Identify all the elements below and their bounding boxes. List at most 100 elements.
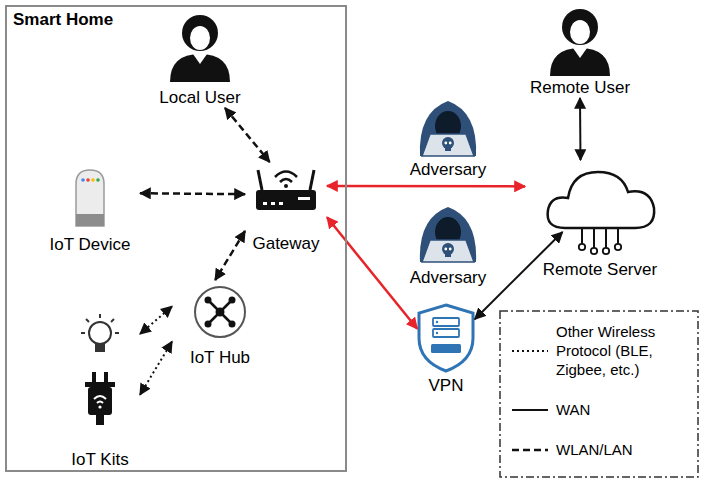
- bulb-icon-part: [99, 314, 101, 318]
- icon-node: Adversary: [405, 98, 491, 180]
- legend-line: [512, 409, 548, 411]
- icon-node: Adversary: [405, 200, 491, 288]
- icon-node: Local User: [150, 10, 250, 108]
- router-icon-part: [258, 170, 262, 190]
- plug-icon-part: [88, 387, 112, 415]
- router-icon-part: [284, 184, 288, 188]
- smart-speaker-icon-part: [81, 178, 85, 182]
- node-label: IoT Hub: [190, 348, 250, 368]
- legend-entry: WLAN/LAN: [510, 440, 694, 459]
- icon-node: IoT Hub: [172, 280, 268, 368]
- adversary-icon-part: [449, 248, 452, 251]
- hub-icon-part: [195, 287, 245, 337]
- legend-sample: [510, 346, 550, 356]
- bulb-icon-part: [86, 319, 89, 322]
- hub-icon-part: [229, 321, 236, 328]
- connector: [327, 185, 525, 188]
- adversary-icon: [420, 207, 476, 262]
- connector: [140, 306, 172, 334]
- connector: [579, 98, 582, 160]
- node-label: Remote User: [530, 78, 630, 98]
- region-title: Smart Home: [7, 7, 345, 30]
- icon-node: IoT Kits: [60, 310, 140, 470]
- user-icon-part: [170, 54, 230, 82]
- cloud-icon-part: [591, 248, 597, 254]
- legend-text: WAN: [556, 400, 694, 419]
- cloud-icon-part: [579, 244, 585, 250]
- node-label: Gateway: [252, 234, 319, 254]
- vpn-shield-icon-part: [419, 305, 473, 371]
- cloud-icon: [548, 172, 655, 254]
- connector: [215, 231, 245, 280]
- vpn-shield-icon-part: [436, 321, 438, 323]
- cloud-icon-part: [615, 244, 621, 250]
- connector: [140, 342, 172, 395]
- connector: [327, 217, 417, 329]
- node-label: IoT Kits: [71, 450, 128, 470]
- adversary-icon-part: [449, 142, 452, 145]
- icon-node: Gateway: [245, 162, 327, 254]
- plug-icon-part: [98, 405, 101, 408]
- region-box: Smart HomeLocal UserIoT DeviceGatewayIoT…: [5, 5, 347, 472]
- hub-icon-part: [208, 300, 232, 324]
- hub-icon-part: [216, 308, 225, 317]
- user-icon: [170, 15, 230, 82]
- bulb-icon-part: [95, 343, 105, 352]
- vpn-shield-icon-part: [433, 329, 459, 337]
- cloud-icon-part: [603, 248, 609, 254]
- legend-sample: [510, 445, 550, 455]
- adversary-icon-part: [422, 240, 474, 262]
- user-icon-part: [550, 48, 610, 76]
- legend-sample: [510, 405, 550, 415]
- router-icon-part: [256, 190, 316, 210]
- plug-icon-part: [96, 415, 104, 425]
- router-icon-part: [280, 179, 292, 182]
- node-label: Local User: [159, 88, 240, 108]
- node-label: Remote Server: [543, 260, 657, 280]
- adversary-icon-part: [420, 207, 476, 262]
- user-icon-part: [570, 20, 590, 44]
- router-icon-part: [310, 170, 314, 190]
- router-icon-part: [298, 197, 310, 200]
- vpn-shield-icon-part: [431, 344, 461, 353]
- smart-speaker-icon-part: [76, 214, 104, 226]
- adversary-icon-part: [420, 101, 476, 156]
- adversary-icon: [420, 101, 476, 156]
- user-icon-part: [573, 48, 587, 58]
- bulb-icon-part: [89, 322, 111, 344]
- vpn-shield-icon-part: [436, 332, 438, 334]
- hub-icon-part: [208, 300, 232, 324]
- hub-icon-part: [229, 297, 236, 304]
- legend-frame: [500, 311, 698, 477]
- smart-speaker-icon-part: [91, 178, 95, 182]
- cloud-icon-part: [581, 228, 583, 244]
- router-icon-part: [263, 202, 267, 205]
- router-icon-part: [279, 202, 283, 205]
- bulb-icon-part: [111, 319, 114, 322]
- router-icon-part: [271, 202, 275, 205]
- plug-icon-part: [104, 372, 108, 383]
- cloud-icon-part: [548, 172, 655, 228]
- smart-speaker-icon-part: [96, 178, 100, 182]
- node-label: VPN: [429, 376, 464, 396]
- user-icon-part: [190, 26, 210, 50]
- user-icon-part: [182, 15, 218, 51]
- adversary-icon-part: [445, 147, 451, 151]
- adversary-icon-part: [444, 142, 447, 145]
- plug-icon-part: [92, 372, 96, 383]
- smart-speaker-icon-part: [76, 170, 104, 226]
- bulb-icon-part: [81, 332, 85, 334]
- vpn-shield-icon-part: [433, 318, 459, 326]
- smart-speaker-icon: [76, 170, 104, 226]
- legend-entry: WAN: [510, 400, 694, 419]
- plug-icon: [85, 372, 115, 425]
- cloud-icon-part: [605, 228, 607, 248]
- icon-node: VPN: [410, 300, 482, 396]
- icon-node: IoT Device: [40, 160, 140, 255]
- bulb-icon-part: [115, 332, 119, 334]
- router-icon: [256, 170, 316, 210]
- node-label: Adversary: [410, 268, 487, 288]
- connector: [140, 192, 245, 195]
- router-icon-part: [275, 172, 297, 178]
